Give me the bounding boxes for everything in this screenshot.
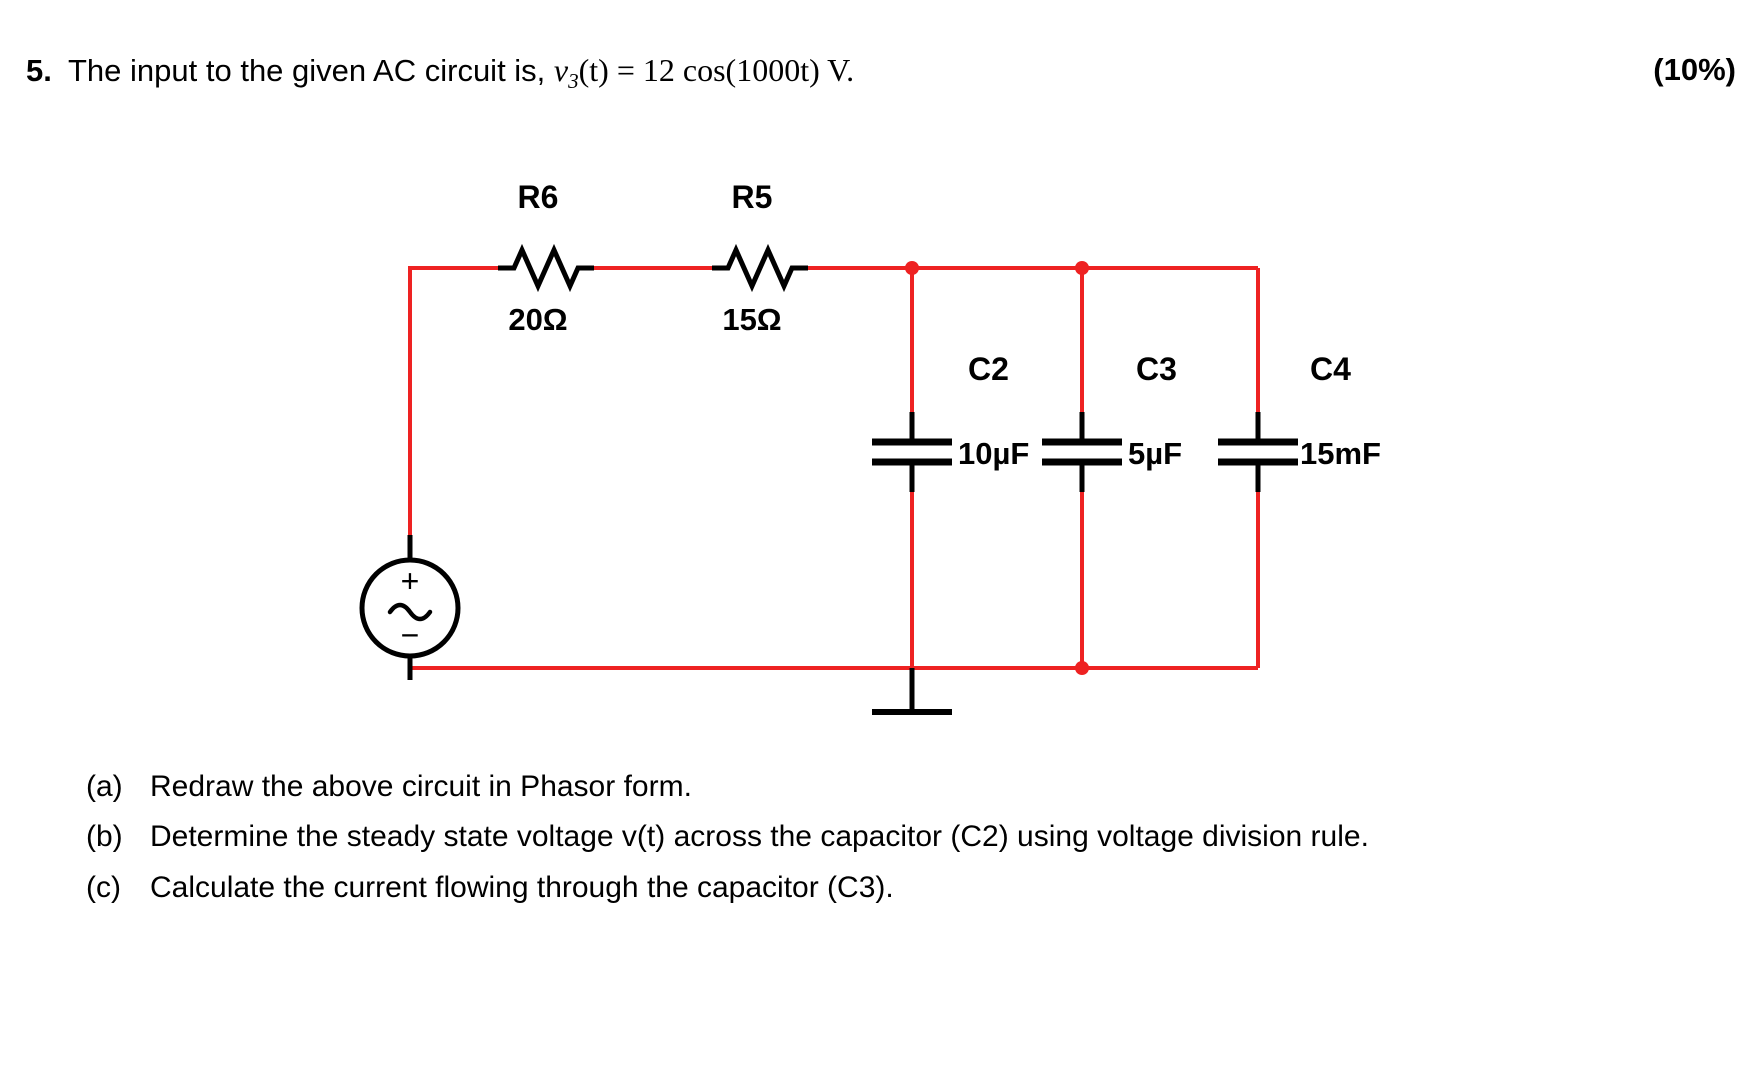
resistor-r6-label: R6 <box>518 179 559 215</box>
source-expression: (t) = 12 cos(1000t) V. <box>578 52 855 88</box>
subquestion-c: (c) Calculate the current flowing throug… <box>86 869 1726 907</box>
subquestion-list: (a) Redraw the above circuit in Phasor f… <box>86 768 1726 919</box>
node-dot-c3-bottom <box>1075 661 1089 675</box>
resistor-r6 <box>498 243 594 293</box>
subquestion-a: (a) Redraw the above circuit in Phasor f… <box>86 768 1726 806</box>
resistor-r6-symbol <box>498 243 594 293</box>
capacitor-c4 <box>1218 412 1298 492</box>
subquestion-a-label: (a) <box>86 770 123 803</box>
capacitor-c2-label: C2 <box>968 351 1009 387</box>
question-marks: (10%) <box>1653 52 1736 87</box>
capacitor-c4-label: C4 <box>1310 351 1351 387</box>
sine-wave-icon <box>387 602 433 622</box>
resistor-r5-label: R5 <box>732 179 773 215</box>
capacitor-c3-label: C3 <box>1136 351 1177 387</box>
resistor-r6-value: 20Ω <box>508 302 567 337</box>
subquestion-c-label: (c) <box>86 870 121 904</box>
capacitor-c2 <box>872 412 952 492</box>
capacitor-c3-value: 5µF <box>1128 436 1182 471</box>
capacitor-c4-value: 15mF <box>1300 436 1381 471</box>
circuit-wires <box>408 266 1260 670</box>
question-header: 5. The input to the given AC circuit is,… <box>26 52 1738 94</box>
node-dot-c2-top <box>905 261 919 275</box>
source-subscript: 3 <box>568 69 579 94</box>
resistor-r5-value: 15Ω <box>722 302 781 337</box>
circuit-nodes <box>905 261 1089 675</box>
ac-voltage-source: + − <box>359 535 461 680</box>
question-prompt-text: The input to the given AC circuit is, <box>68 53 546 88</box>
question-number: 5. <box>26 53 52 88</box>
node-dot-c3-top <box>1075 261 1089 275</box>
subquestion-b: (b) Determine the steady state voltage v… <box>86 818 1726 856</box>
subquestion-b-label: (b) <box>86 820 123 854</box>
subquestion-b-text: Determine the steady state voltage v(t) … <box>150 820 1369 854</box>
resistor-r5-symbol <box>712 243 808 293</box>
subquestion-c-text: Calculate the current flowing through th… <box>150 870 894 904</box>
capacitor-c2-value: 10µF <box>958 436 1029 471</box>
circuit-diagram: R6 20Ω R5 15Ω + − C2 10µF <box>0 140 1764 720</box>
ground-symbol <box>872 668 952 715</box>
source-symbol: v <box>553 52 569 88</box>
source-minus-sign: − <box>401 617 420 653</box>
question-prompt: The input to the given AC circuit is, v3… <box>68 52 1738 94</box>
capacitor-c3 <box>1042 412 1122 492</box>
subquestion-a-text: Redraw the above circuit in Phasor form. <box>150 770 692 803</box>
resistor-r5 <box>712 243 808 293</box>
source-plus-sign: + <box>401 563 420 599</box>
